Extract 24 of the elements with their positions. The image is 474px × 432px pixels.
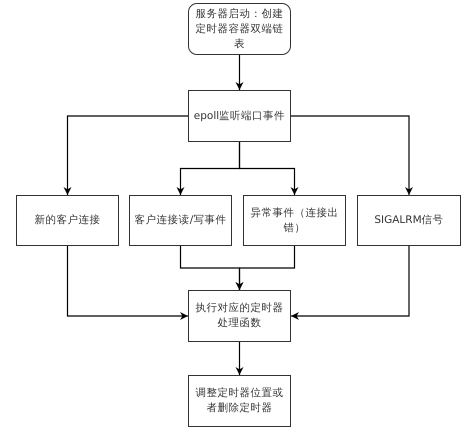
process-box (188, 290, 291, 342)
process-box (243, 195, 346, 246)
arrow (291, 246, 410, 320)
box-label: 调整定时器位置或者删除定时器 (194, 386, 284, 416)
process-box (129, 195, 232, 246)
box-label: 客户连接读/写事件 (134, 213, 226, 228)
box-label: 服务器启动：创建定时器容器双端链表 (194, 6, 284, 52)
process-box (357, 195, 461, 246)
arrow (236, 55, 244, 90)
arrow (236, 342, 244, 375)
box-label: SIGALRM信号 (374, 213, 444, 228)
process-box (188, 90, 291, 142)
process-box (16, 195, 119, 246)
arrow (66, 246, 188, 320)
box-label: 异常事件（连接出错） (250, 206, 340, 236)
arrow (64, 115, 188, 195)
box-label: epoll监听端口事件 (194, 108, 286, 124)
box-label: 执行对应的定时器处理函数 (194, 301, 284, 331)
arrow (238, 142, 298, 195)
process-box (188, 375, 291, 427)
start-box (188, 3, 291, 55)
arrow (236, 246, 296, 290)
box-label: 新的客户连接 (34, 213, 100, 228)
arrow (291, 115, 413, 195)
